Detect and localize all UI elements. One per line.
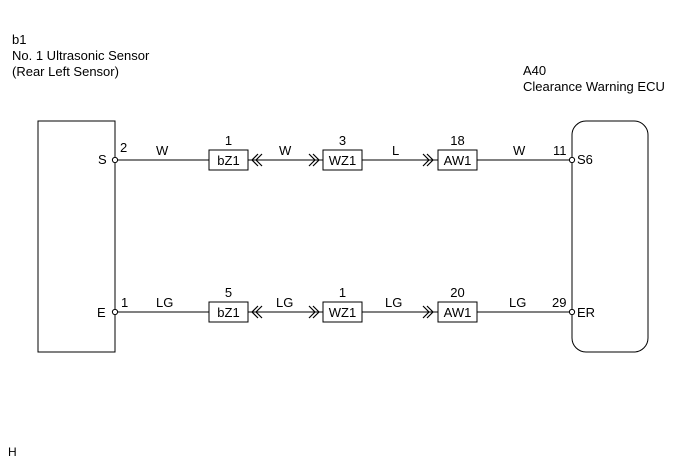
left-component-name: No. 1 Ultrasonic Sensor (12, 48, 150, 63)
footer-code: H (8, 445, 17, 459)
wire-color: LG (509, 295, 526, 310)
connector-symbol-right (422, 305, 434, 319)
right-component-code: A40 (523, 63, 547, 78)
left-pin-number: 2 (120, 140, 127, 155)
connector-name: WZ1 (329, 153, 356, 168)
wire-color: W (279, 143, 292, 158)
connector-name: bZ1 (217, 305, 239, 320)
wire-color: LG (276, 295, 293, 310)
left-component-subtitle: (Rear Left Sensor) (12, 64, 119, 79)
connector-name: AW1 (444, 153, 472, 168)
connector-box (208, 149, 249, 171)
left-pin-label: E (97, 305, 106, 320)
connector-box (208, 301, 249, 323)
connector-box (322, 149, 363, 171)
terminal-dot (111, 308, 119, 316)
connector-symbol-left (251, 153, 263, 167)
wire-color: LG (156, 295, 173, 310)
terminal-dot (568, 156, 576, 164)
wire-color: L (392, 143, 399, 158)
connector-box (437, 301, 478, 323)
connector-pin: 5 (225, 285, 232, 300)
right-pin-label: S6 (577, 152, 593, 167)
connector-pin: 3 (339, 133, 346, 148)
left-component-code: b1 (12, 32, 27, 47)
circuit-2: E 1 ER 29 LG LG LG LG 5 bZ1 1 WZ1 20 AW1 (97, 285, 595, 323)
right-component-name: Clearance Warning ECU (523, 79, 665, 94)
connector-symbol-right (308, 305, 320, 319)
connector-symbol-right (422, 153, 434, 167)
connector-name: AW1 (444, 305, 472, 320)
connector-name: WZ1 (329, 305, 356, 320)
terminal-dot (111, 156, 119, 164)
wire-color: LG (385, 295, 402, 310)
connector-pin: 1 (225, 133, 232, 148)
right-pin-label: ER (577, 305, 595, 320)
circuit-1: S 2 S6 11 W W L W 1 bZ1 3 WZ1 18 AW1 (98, 133, 593, 171)
connector-pin: 18 (450, 133, 464, 148)
terminal-dot (568, 308, 576, 316)
left-pin-label: S (98, 152, 107, 167)
connector-pin: 20 (450, 285, 464, 300)
wire-color: W (156, 143, 169, 158)
connector-symbol-right (308, 153, 320, 167)
left-component-box (37, 120, 116, 353)
right-pin-number: 29 (552, 295, 566, 310)
wire-color: W (513, 143, 526, 158)
connector-box (322, 301, 363, 323)
connector-symbol-left (251, 305, 263, 319)
right-pin-number: 11 (553, 143, 567, 158)
right-component-box (571, 120, 649, 353)
connector-name: bZ1 (217, 153, 239, 168)
connector-box (437, 149, 478, 171)
connector-pin: 1 (339, 285, 346, 300)
left-pin-number: 1 (121, 295, 128, 310)
